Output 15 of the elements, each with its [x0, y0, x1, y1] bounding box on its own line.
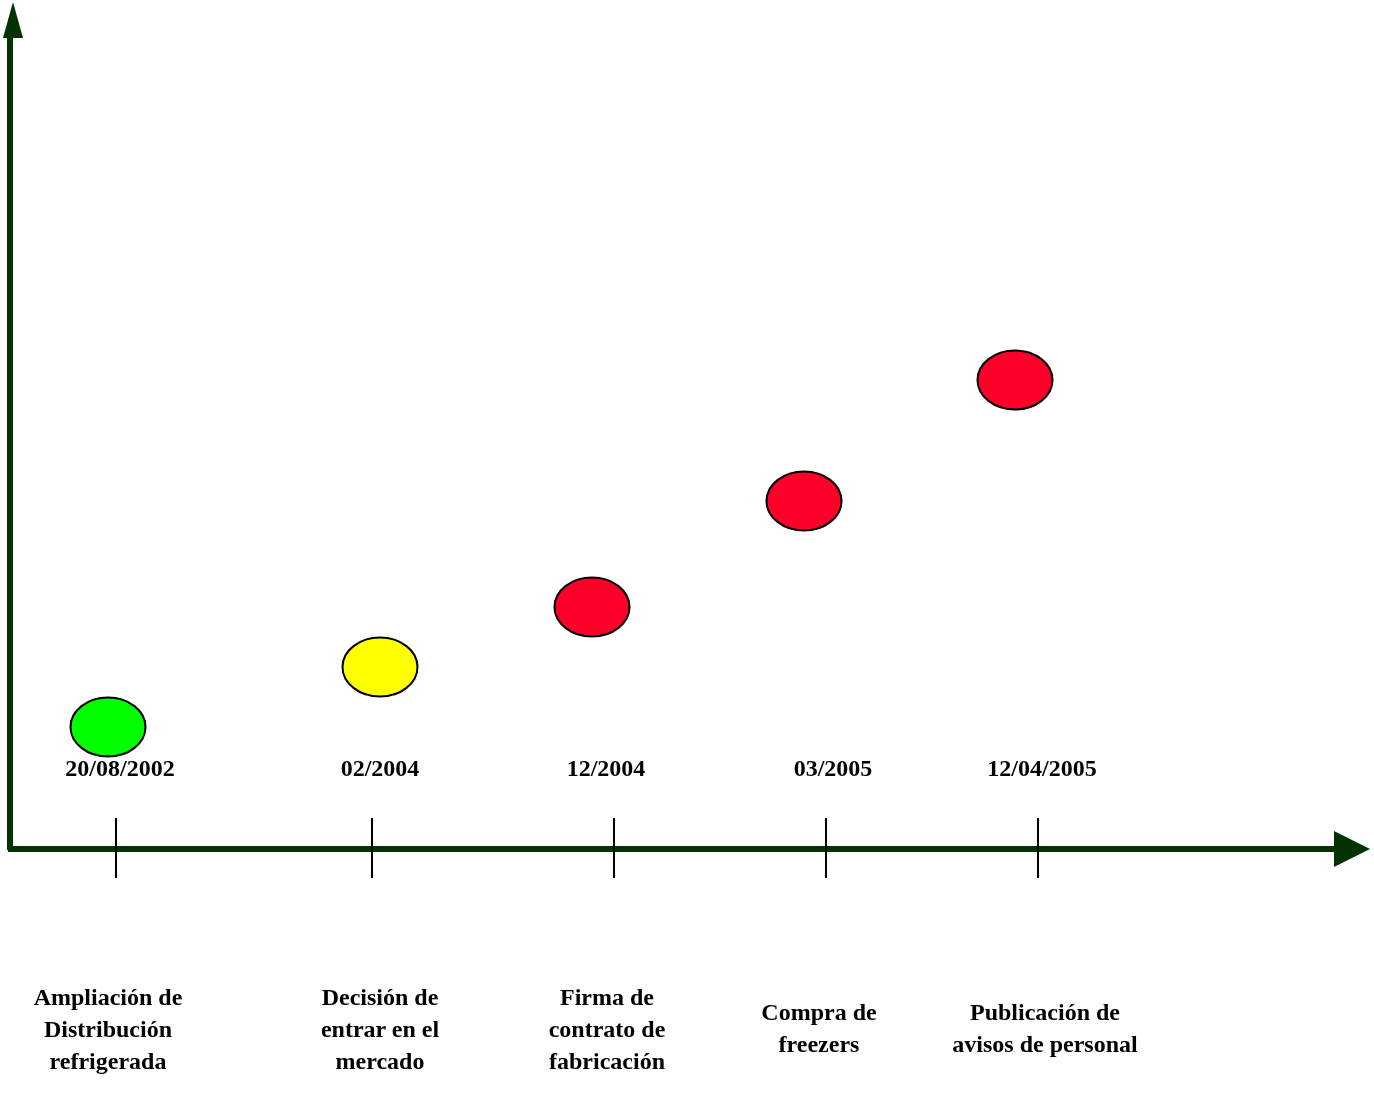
event-marker — [553, 576, 631, 638]
event-description: Firma de contrato de fabricación — [547, 983, 667, 1076]
date-label: 12/2004 — [566, 755, 646, 782]
event-description: Compra de freezers — [760, 998, 878, 1059]
event-marker — [976, 349, 1054, 411]
event-marker — [69, 696, 147, 758]
date-label: 03/2005 — [793, 755, 873, 782]
date-label: 20/08/2002 — [65, 755, 175, 782]
date-label: 02/2004 — [340, 755, 420, 782]
event-description: Ampliación de Distribución refrigerada — [32, 983, 184, 1076]
event-description: Decisión de entrar en el mercado — [319, 983, 441, 1076]
date-label: 12/04/2005 — [987, 755, 1097, 782]
event-marker — [341, 636, 419, 698]
event-description: Publicación de avisos de personal — [951, 998, 1139, 1059]
event-marker — [765, 470, 843, 532]
